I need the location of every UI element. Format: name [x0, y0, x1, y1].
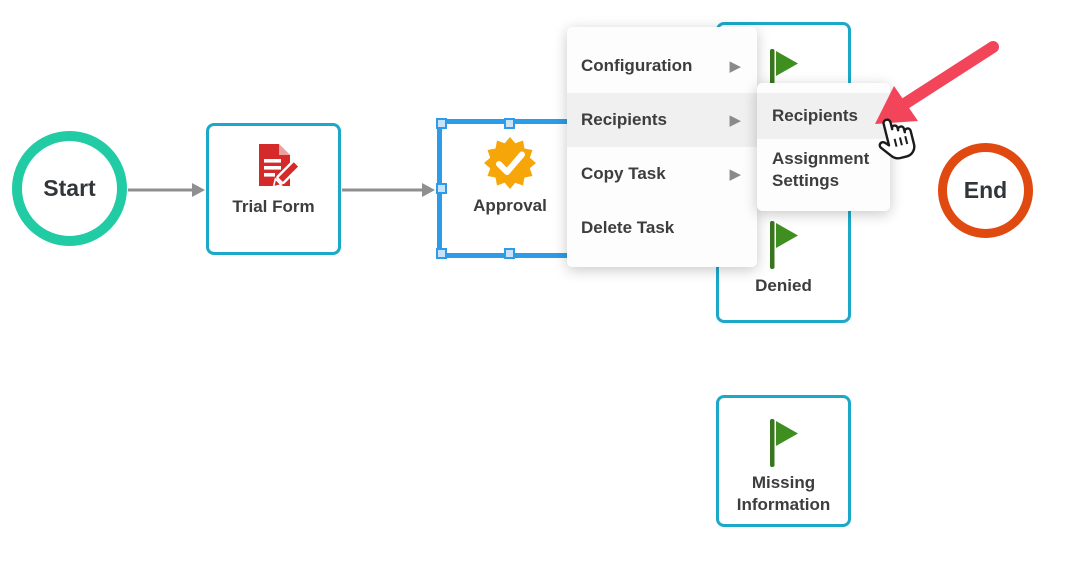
- submenu-item-assignment-settings[interactable]: Assignment Settings: [757, 139, 890, 201]
- resize-handle[interactable]: [436, 118, 447, 129]
- trial-form-node-label: Trial Form: [232, 197, 315, 216]
- submenu-arrow-icon: ▶: [729, 57, 741, 75]
- verified-badge-icon: [484, 137, 536, 189]
- submenu-arrow-icon: ▶: [729, 165, 741, 183]
- submenu-arrow-icon: ▶: [729, 111, 741, 129]
- recipients-submenu: Recipients Assignment Settings: [757, 83, 890, 211]
- resize-handle[interactable]: [436, 182, 447, 194]
- menu-item-copy-task[interactable]: Copy Task ▶: [567, 147, 757, 201]
- flag-icon: [769, 419, 799, 467]
- submenu-item-label: Recipients: [772, 106, 858, 125]
- missing-information-node-label: Missing Information: [736, 473, 831, 514]
- menu-item-label: Recipients: [581, 110, 667, 129]
- context-menu: Configuration ▶ Recipients ▶ Copy Task ▶…: [567, 27, 757, 267]
- submenu-item-label: Assignment Settings: [772, 149, 870, 190]
- missing-information-node[interactable]: Missing Information: [716, 395, 851, 527]
- end-node-label: End: [963, 177, 1008, 203]
- connector-arrowhead-icon: [422, 183, 435, 197]
- flag-icon: [769, 221, 799, 269]
- document-edit-icon: [250, 141, 298, 189]
- menu-item-label: Delete Task: [581, 218, 675, 237]
- resize-handle[interactable]: [436, 248, 447, 259]
- red-arrow-shaft: [900, 41, 999, 109]
- start-node[interactable]: Start: [12, 131, 127, 246]
- approval-node[interactable]: Approval: [436, 118, 584, 259]
- menu-item-recipients[interactable]: Recipients ▶: [567, 93, 757, 147]
- denied-node-label: Denied: [755, 276, 812, 295]
- menu-item-delete-task[interactable]: Delete Task: [567, 201, 757, 255]
- menu-item-label: Configuration: [581, 56, 693, 75]
- resize-handle[interactable]: [504, 118, 515, 129]
- menu-item-configuration[interactable]: Configuration ▶: [567, 39, 757, 93]
- end-node[interactable]: End: [938, 143, 1033, 238]
- submenu-item-recipients[interactable]: Recipients: [757, 93, 890, 139]
- start-node-label: Start: [43, 175, 96, 201]
- trial-form-node[interactable]: Trial Form: [206, 123, 341, 255]
- approval-node-label: Approval: [473, 196, 547, 215]
- resize-handle[interactable]: [504, 248, 515, 259]
- connector-arrowhead-icon: [192, 183, 205, 197]
- menu-item-label: Copy Task: [581, 164, 666, 183]
